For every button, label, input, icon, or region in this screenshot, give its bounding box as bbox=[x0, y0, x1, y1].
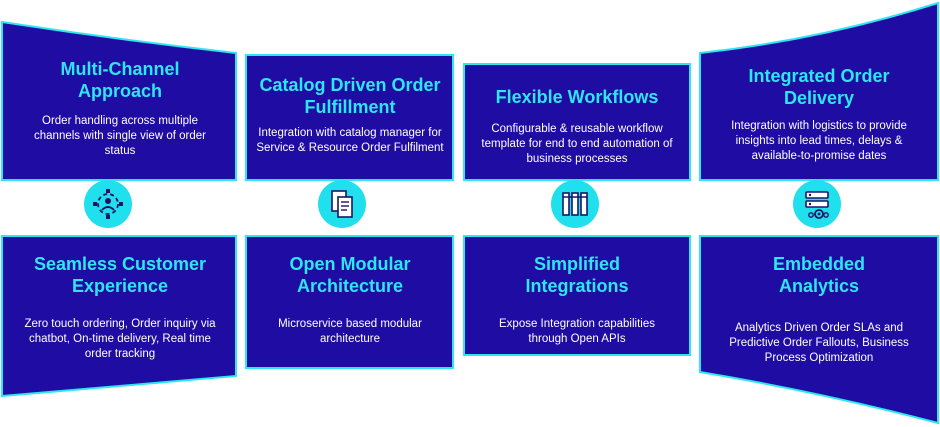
panel-top-3 bbox=[463, 63, 691, 181]
card-simplified-integrations: Simplified Integrations Expose Integrati… bbox=[466, 253, 688, 347]
catalog-documents-icon bbox=[318, 180, 366, 228]
workflow-columns-icon bbox=[551, 180, 599, 228]
card-description: Integration with logistics to provide in… bbox=[731, 120, 907, 162]
omnichannel-icon bbox=[84, 180, 132, 228]
card-embedded-analytics: Embedded Analytics Analytics Driven Orde… bbox=[704, 253, 934, 366]
panel-top-1 bbox=[1, 20, 237, 181]
card-seamless-experience: Seamless Customer Experience Zero touch … bbox=[10, 253, 230, 362]
card-description: Zero touch ordering, Order inquiry via c… bbox=[24, 318, 216, 360]
card-title: Multi-Channel Approach bbox=[60, 59, 180, 101]
panel-bottom-2 bbox=[245, 235, 454, 369]
card-title: Catalog Driven Order Fulfillment bbox=[259, 75, 441, 117]
card-title: Flexible Workflows bbox=[495, 87, 659, 107]
card-title: Integrated Order Delivery bbox=[748, 66, 890, 108]
delivery-server-icon bbox=[793, 180, 841, 228]
card-description: Order handling across multiple channels … bbox=[34, 115, 206, 157]
panel-bottom-1 bbox=[0, 235, 237, 398]
card-title: Open Modular Architecture bbox=[289, 254, 411, 296]
panel-top-2 bbox=[245, 54, 454, 181]
card-title: Embedded Analytics bbox=[772, 254, 865, 296]
card-open-modular: Open Modular Architecture Microservice b… bbox=[248, 253, 452, 347]
card-catalog-driven: Catalog Driven Order Fulfillment Integra… bbox=[248, 74, 452, 156]
card-integrated-delivery: Integrated Order Delivery Integration wi… bbox=[704, 65, 934, 164]
card-title: Seamless Customer Experience bbox=[33, 254, 207, 296]
card-description: Microservice based modular architecture bbox=[278, 318, 422, 345]
card-description: Analytics Driven Order SLAs and Predicti… bbox=[729, 322, 909, 364]
panel-top-4 bbox=[699, 1, 939, 181]
card-description: Integration with catalog manager for Ser… bbox=[256, 127, 444, 154]
panel-bottom-3 bbox=[463, 235, 691, 356]
panel-bottom-4 bbox=[699, 235, 939, 425]
card-description: Expose Integration capabilities through … bbox=[499, 318, 655, 345]
card-multi-channel: Multi-Channel Approach Order handling ac… bbox=[10, 58, 230, 159]
card-title: Simplified Integrations bbox=[525, 254, 629, 296]
card-flexible-workflows: Flexible Workflows Configurable & reusab… bbox=[466, 86, 688, 167]
card-description: Configurable & reusable workflow templat… bbox=[481, 123, 673, 165]
